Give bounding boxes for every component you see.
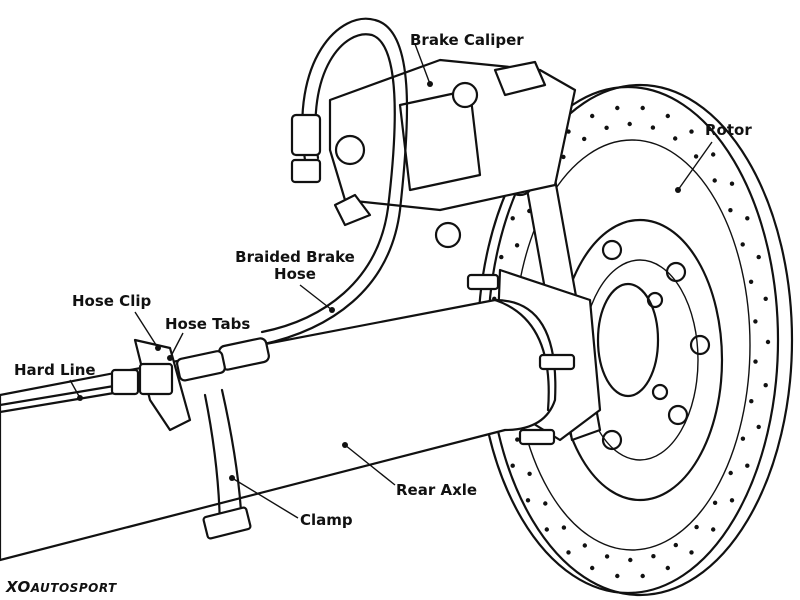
brand-logo-text: AUTOSPORT xyxy=(30,581,117,595)
brand-logo: XOAUTOSPORT xyxy=(6,578,117,596)
rotor-drawing xyxy=(476,83,794,597)
label-brake-caliper: Brake Caliper xyxy=(410,31,524,49)
label-hard-line: Hard Line xyxy=(14,361,96,379)
axle-drawing xyxy=(0,273,576,562)
hose-drawing xyxy=(176,17,409,382)
label-braided-brake-hose-line1: Braided Brake xyxy=(235,248,355,266)
label-rotor: Rotor xyxy=(705,121,752,139)
hose-clip-drawing xyxy=(110,338,192,432)
label-hose-clip: Hose Clip xyxy=(72,292,152,310)
label-rear-axle: Rear Axle xyxy=(396,481,478,499)
clamp-drawing xyxy=(202,388,252,540)
label-braided-brake-hose-line2: Hose xyxy=(274,265,316,284)
label-clamp: Clamp xyxy=(300,511,353,529)
label-hose-tabs: Hose Tabs xyxy=(165,315,251,333)
label-braided-brake-hose: Braided Brake Hose xyxy=(235,248,355,284)
leader-lines xyxy=(69,43,713,519)
brand-logo-mark: XO xyxy=(6,578,31,596)
